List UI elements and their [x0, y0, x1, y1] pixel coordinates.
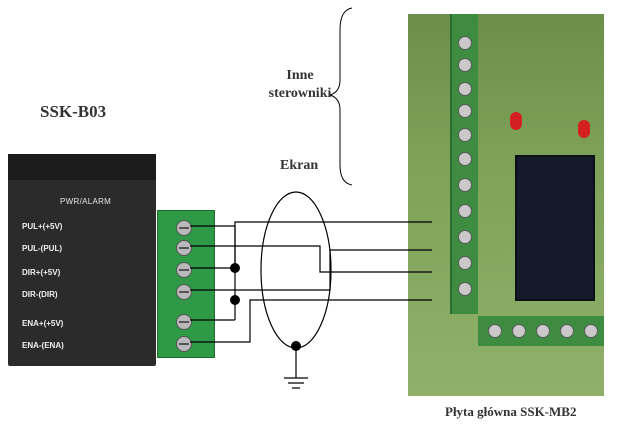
board-screw: [458, 152, 472, 166]
board-screw: [458, 104, 472, 118]
driver-top-stripe: [8, 154, 156, 180]
board-caption: Płyta główna SSK-MB2: [445, 404, 577, 419]
board-screw: [458, 256, 472, 270]
board-screw: [458, 58, 472, 72]
board-screw: [458, 178, 472, 192]
board-screw: [536, 324, 550, 338]
terminal-screw-3: [176, 262, 192, 278]
terminal-screw-6: [176, 336, 192, 352]
terminal-screw-5: [176, 314, 192, 330]
board-screw: [458, 82, 472, 96]
board-screw: [584, 324, 598, 338]
shield-label: Ekran: [280, 158, 319, 173]
board-screw: [458, 204, 472, 218]
board-screw: [512, 324, 526, 338]
other-controllers-label: Inne sterowniki: [255, 67, 345, 103]
pwr-alarm-label: PWR/ALARM: [60, 197, 112, 206]
brace-shape: [328, 7, 353, 186]
wire-pul-plus: [190, 225, 236, 320]
junction-dot-2: [230, 295, 240, 305]
junction-dot-1: [230, 263, 240, 273]
pin-label-pul-minus: PUL-(PUL): [22, 244, 62, 253]
pin-label-ena-minus: ENA-(ENA): [22, 341, 64, 350]
ground-symbol: [284, 346, 308, 389]
terminal-screw-2: [176, 240, 192, 256]
driver-title: SSK-B03: [40, 102, 107, 121]
board-screw: [458, 230, 472, 244]
inne-line1: Inne: [286, 68, 314, 83]
driver-module: [8, 154, 156, 366]
led-left: [510, 112, 522, 130]
terminal-screw-1: [176, 220, 192, 236]
pin-label-ena-plus: ENA+(+5V): [22, 319, 64, 328]
pin-label-dir-minus: DIR-(DIR): [22, 290, 58, 299]
wire-ena-minus: [190, 299, 432, 343]
wire-common: [234, 221, 432, 268]
relay-component: [515, 155, 595, 301]
board-screw: [458, 36, 472, 50]
pin-label-pul-plus: PUL+(+5V): [22, 222, 63, 231]
board-screw: [560, 324, 574, 338]
wire-pul-minus: [190, 245, 432, 273]
wire-dir-minus: [190, 249, 432, 291]
led-right: [578, 120, 590, 138]
board-screw: [458, 282, 472, 296]
terminal-screw-4: [176, 284, 192, 300]
pin-label-dir-plus: DIR+(+5V): [22, 268, 61, 277]
board-screw: [488, 324, 502, 338]
inne-line2: sterowniki: [268, 86, 332, 101]
board-screw: [458, 128, 472, 142]
